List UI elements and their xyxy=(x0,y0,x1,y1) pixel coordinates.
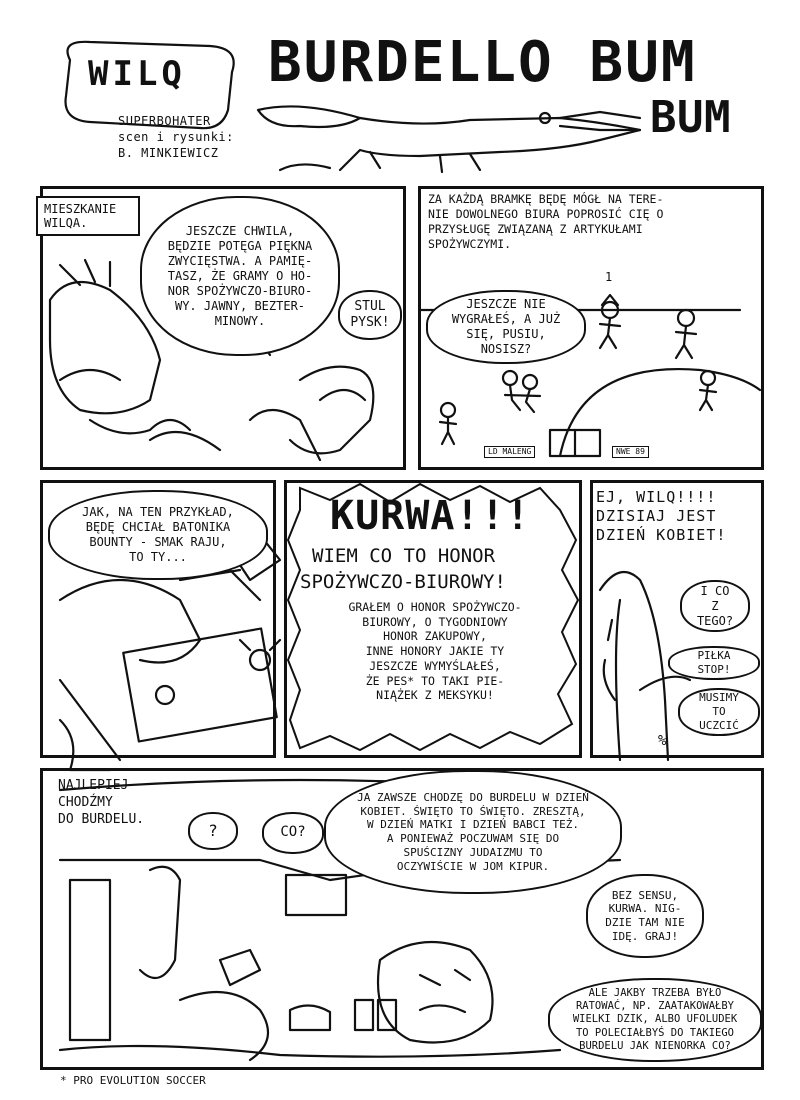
panel4-rant: GRAŁEM O HONOR SPOŻYWCZO- BIUROWY, O TYG… xyxy=(348,600,522,703)
series-title: WILQ xyxy=(88,54,186,94)
panel-5 xyxy=(590,480,764,758)
panel1-reply-bubble: STUL PYSK! xyxy=(338,290,402,340)
episode-title: BURDELLO BUM xyxy=(268,30,697,95)
panel6-bubble-question: ? xyxy=(188,812,238,850)
panel6-right-bubble: BEZ SENSU, KURWA. NIG- DZIE TAM NIE IDĘ.… xyxy=(586,874,704,958)
credits-line: scen i rysunki: xyxy=(118,130,234,144)
wilq-badge-outline xyxy=(64,40,235,130)
panel3-speech-bubble: JAK, NA TEN PRZYKŁAD, BĘDĘ CHCIAŁ BATONI… xyxy=(48,490,268,580)
panel5-shout: EJ, WILQ!!!! DZISIAJ JEST DZIEŃ KOBIET! xyxy=(596,488,727,544)
panel5-percent-mark: % xyxy=(658,733,667,749)
footnote: * PRO EVOLUTION SOCCER xyxy=(60,1074,206,1087)
panel6-left-text: NAJLEPIEJ CHODŹMY DO BURDELU. xyxy=(58,778,145,827)
credits-author: B. MINKIEWICZ xyxy=(118,146,219,160)
panel5-drawing xyxy=(598,570,692,762)
panel-1 xyxy=(40,186,406,470)
panel1-drawing xyxy=(48,258,375,462)
panel6-main-bubble: JA ZAWSZE CHODZĘ DO BURDELU W DZIEŃ KOBI… xyxy=(324,770,622,894)
crocodile-drawing xyxy=(256,105,642,174)
panel4-line2: SPOŻYWCZO-BIUROWY! xyxy=(300,571,506,593)
panel2-score-left: LD MALENG xyxy=(484,446,536,459)
panel5-bubble-pilka: PIŁKA STOP! xyxy=(668,646,760,680)
panel2-speech-bubble: JESZCZE NIE WYGRAŁEŚ, A JUŻ SIĘ, PUSIU, … xyxy=(426,290,586,364)
panel2-player-marker: 1 xyxy=(605,270,613,284)
panel4-line1: WIEM CO TO HONOR xyxy=(312,545,496,567)
subtitle-superbohater: SUPERBOHATER xyxy=(118,114,211,128)
panel2-score-right: NWE 89 xyxy=(612,446,649,459)
panel-2 xyxy=(418,186,764,470)
panel1-speech-bubble: JESZCZE CHWILA, BĘDZIE POTĘGA PIĘKNA ZWY… xyxy=(140,196,340,356)
panel5-bubble-uczcic: MUSIMY TO UCZCIĆ xyxy=(678,688,760,736)
panel5-bubble-question: I CO Z TEGO? xyxy=(680,580,750,632)
panel-6 xyxy=(40,768,764,1070)
panel-4 xyxy=(284,480,582,758)
panel2-caption: ZA KAŻDĄ BRAMKĘ BĘDĘ MÓGŁ NA TERE- NIE D… xyxy=(428,192,664,251)
panel-3 xyxy=(40,480,276,758)
panel6-bottom-bubble: ALE JAKBY TRZEBA BYŁO RATOWAĆ, NP. ZAATA… xyxy=(548,978,762,1062)
panel1-caption: MIESZKANIE WILQA. xyxy=(36,196,140,236)
panel6-bubble-co: CO? xyxy=(262,812,324,854)
panel4-shout: KURWA!!! xyxy=(330,493,531,539)
episode-title-bum: BUM xyxy=(650,92,731,143)
